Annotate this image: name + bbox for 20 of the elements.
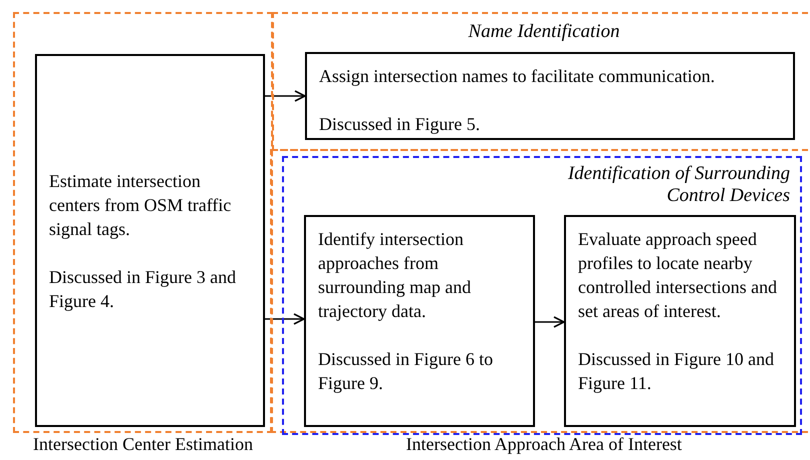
group-title: Identification of Surrounding Control Devices xyxy=(566,163,790,207)
box-text: Estimate intersection centers from OSM traffic signal tags. xyxy=(49,170,232,240)
process-box xyxy=(564,215,796,427)
box-text: Assign intersection names to facilitate communication. xyxy=(319,65,716,88)
group-title: Intersection Center Estimation xyxy=(32,433,254,455)
group-title: Name Identification xyxy=(467,21,621,43)
box-text: Identify intersection approaches from surrounding map and trajectory data. xyxy=(318,228,472,323)
arrow xyxy=(265,313,305,325)
process-box xyxy=(35,54,265,427)
arrow xyxy=(265,90,306,102)
box-text: Discussed in Figure 6 to Figure 9. xyxy=(318,348,494,395)
dashed-group-frame xyxy=(272,12,810,151)
box-text: Discussed in Figure 5. xyxy=(319,113,481,136)
arrow xyxy=(535,316,565,328)
box-text: Discussed in Figure 10 and Figure 11. xyxy=(578,348,775,395)
group-title: Intersection Approach Area of Interest xyxy=(405,433,683,455)
box-text: Discussed in Figure 3 and Figure 4. xyxy=(49,266,237,312)
box-text: Evaluate approach speed profiles to locate nearby controlled intersections and set areas of interest. xyxy=(578,228,778,323)
process-box xyxy=(305,52,795,140)
process-box xyxy=(304,215,535,427)
